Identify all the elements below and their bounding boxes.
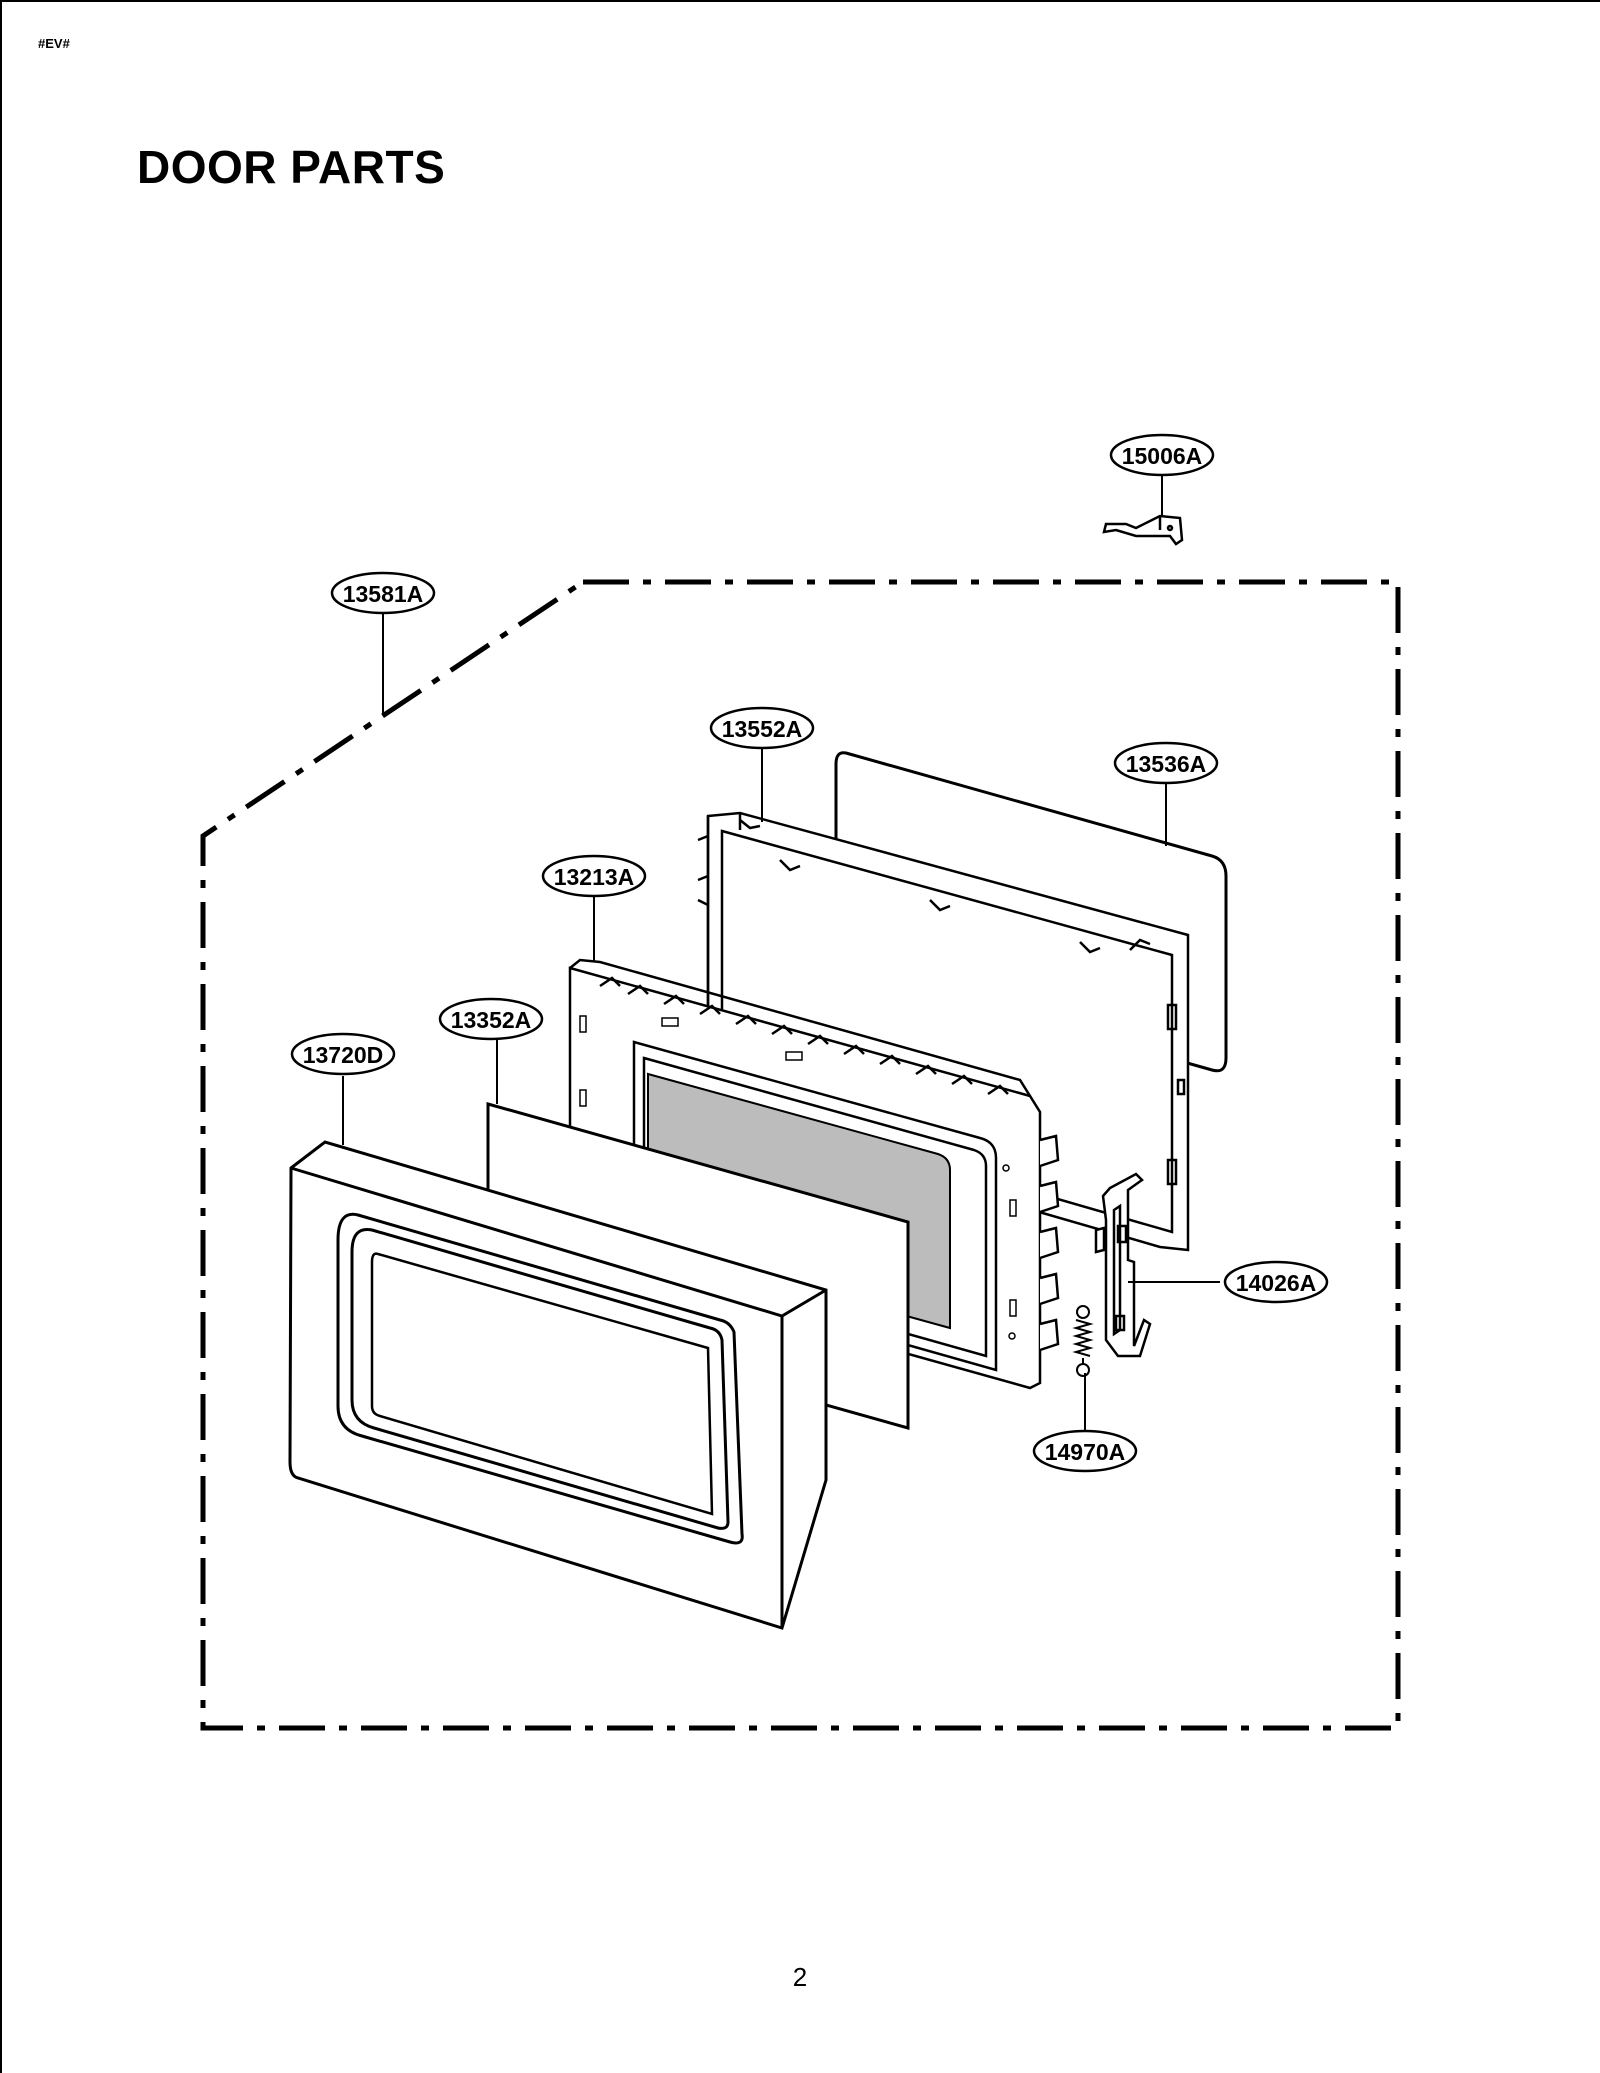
- label-13581A: 13581A: [343, 581, 424, 607]
- label-13552A: 13552A: [722, 716, 803, 742]
- label-14026A: 14026A: [1236, 1270, 1317, 1296]
- callout-oval: [1223, 1260, 1329, 1304]
- callout-oval: [1032, 1429, 1138, 1473]
- label-14970A: 14970A: [1045, 1439, 1126, 1465]
- label-15006A: 15006A: [1122, 443, 1203, 469]
- callout-oval: [541, 854, 647, 898]
- label-13213A: 13213A: [554, 864, 635, 890]
- callout-oval: [1109, 433, 1215, 477]
- label-13352A: 13352A: [451, 1007, 532, 1033]
- callout-oval: [709, 706, 815, 750]
- callout-oval: [290, 1032, 396, 1076]
- part-15006A: [1102, 514, 1184, 546]
- callouts: [290, 433, 1329, 1473]
- document-code: #EV#: [38, 36, 70, 51]
- part-14026A: [1094, 1172, 1152, 1358]
- leader-lines: [342, 475, 1220, 1431]
- assembly-boundary: [200, 579, 1401, 1731]
- label-13720D: 13720D: [303, 1042, 384, 1068]
- page-number: 2: [792, 1962, 808, 1992]
- part-13720D: [288, 1140, 828, 1630]
- callout-oval: [1113, 741, 1219, 785]
- page-title: DOOR PARTS: [137, 141, 446, 193]
- part-14970A: [1072, 1305, 1094, 1377]
- callout-oval: [438, 997, 544, 1041]
- label-13536A: 13536A: [1126, 751, 1207, 777]
- callout-oval: [330, 571, 436, 615]
